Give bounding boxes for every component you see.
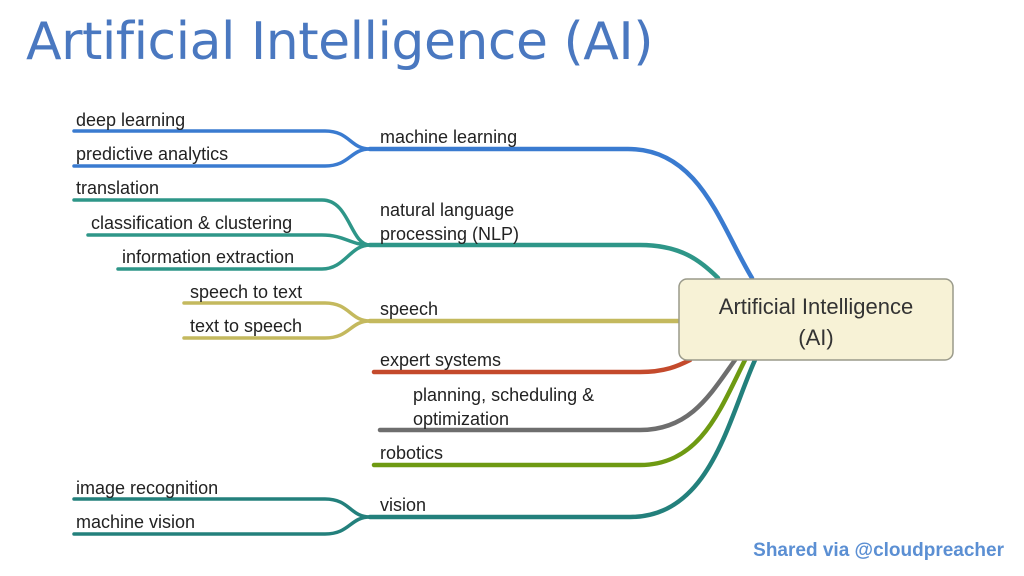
central-node: Artificial Intelligence (AI) <box>678 278 954 361</box>
leaf-label: classification & clustering <box>91 213 292 233</box>
leaf-label: deep learning <box>76 110 185 130</box>
leaf-label: predictive analytics <box>76 144 228 164</box>
central-node-label-line1: Artificial Intelligence <box>719 294 913 319</box>
branch-expert-systems: expert systems <box>371 350 693 375</box>
leaf-connector <box>116 243 372 271</box>
branch-label: robotics <box>380 443 443 463</box>
central-node-label-line2: (AI) <box>798 325 833 350</box>
central-node-box <box>678 278 954 361</box>
leaf-label: text to speech <box>190 316 302 336</box>
branch-label-line1: planning, scheduling & <box>413 385 594 405</box>
branch-label: machine learning <box>380 127 517 147</box>
branch-label: speech <box>380 299 438 319</box>
leaf-label: machine vision <box>76 512 195 532</box>
branch-connector <box>367 242 721 281</box>
branch-machine-learning: machine learning deep learning predictiv… <box>72 110 755 281</box>
leaf-label: image recognition <box>76 478 218 498</box>
leaf-label: speech to text <box>190 282 302 302</box>
branch-robotics: robotics <box>371 357 748 468</box>
leaf-connector <box>72 515 372 536</box>
page-title: Artificial Intelligence (AI) <box>26 12 654 72</box>
leaf-label: information extraction <box>122 247 294 267</box>
branch-speech: speech speech to text text to speech <box>182 282 683 340</box>
branch-connector <box>367 146 755 281</box>
branch-label: vision <box>380 495 426 515</box>
leaf-connector <box>86 233 372 247</box>
branch-vision: vision image recognition machine vision <box>72 357 758 536</box>
leaf-label: translation <box>76 178 159 198</box>
branch-connector <box>371 357 693 375</box>
credit-text: Shared via @cloudpreacher <box>753 540 1004 561</box>
branch-planning: planning, scheduling & optimization <box>377 357 738 433</box>
branch-label: expert systems <box>380 350 501 370</box>
branch-connector <box>367 357 758 520</box>
branch-label-line2: processing (NLP) <box>380 224 519 244</box>
branch-nlp: natural language processing (NLP) transl… <box>72 178 721 281</box>
branch-connector <box>377 357 738 433</box>
branch-label-line1: natural language <box>380 200 514 220</box>
branch-label-line2: optimization <box>413 409 509 429</box>
leaf-connector <box>182 319 372 340</box>
leaf-connector <box>72 147 372 168</box>
branch-connector <box>371 357 748 468</box>
